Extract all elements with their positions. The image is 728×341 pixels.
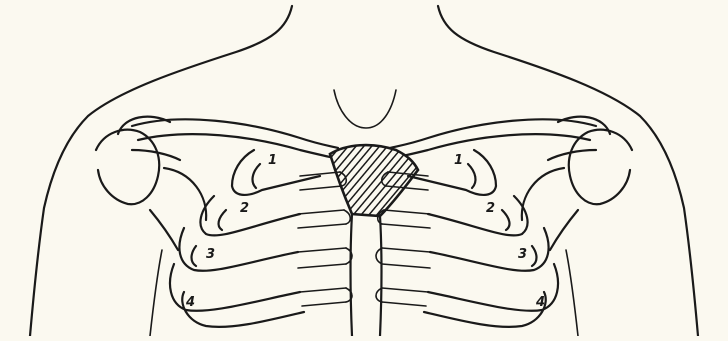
right-rib-label-4: 4	[535, 295, 545, 310]
right-rib-label-1: 1	[454, 153, 463, 168]
right-clavicle	[390, 119, 596, 158]
right-rib-label-2: 2	[486, 201, 495, 216]
left-ribs	[170, 150, 352, 327]
left-rib-label-4: 4	[185, 295, 195, 310]
left-rib-label-1: 1	[268, 153, 277, 168]
rib-labels-right: 1 2 3 4	[454, 153, 545, 310]
rib-labels-left: 1 2 3 4	[185, 153, 277, 310]
sternum-body	[351, 214, 382, 336]
left-clavicle	[132, 119, 338, 158]
right-rib-label-3: 3	[518, 247, 527, 262]
manubrium-shaded	[330, 145, 418, 216]
left-rib-label-2: 2	[240, 201, 249, 216]
left-rib-label-3: 3	[206, 247, 215, 262]
